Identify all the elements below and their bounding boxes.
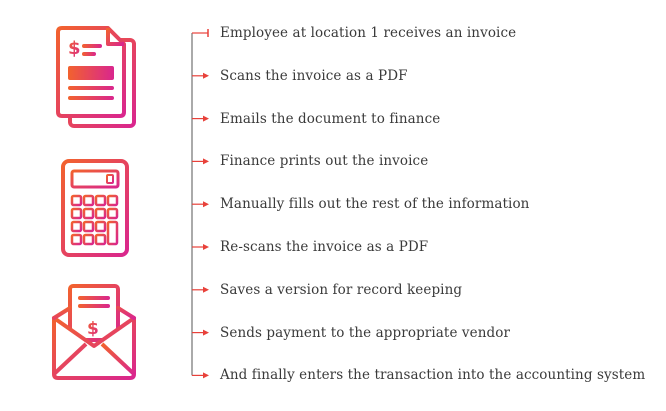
step-label-6: Re-scans the invoice as a PDF — [220, 239, 429, 255]
step-label-1: Employee at location 1 receives an invoi… — [220, 25, 517, 41]
invoice-dollar-sign: $ — [68, 38, 81, 59]
step-connector-4 — [192, 158, 209, 165]
step-connector-5 — [192, 201, 209, 208]
step-connector-9 — [192, 372, 209, 379]
step-label-8: Sends payment to the appropriate vendor — [220, 324, 511, 341]
step-connector-8 — [192, 329, 209, 336]
step-label-2: Scans the invoice as a PDF — [220, 67, 408, 84]
step-connector-7 — [192, 286, 209, 293]
envelope-invoice-icon: $ — [52, 284, 136, 380]
step-connector-1 — [192, 29, 209, 37]
step-label-4: Finance prints out the invoice — [220, 153, 429, 170]
step-connector-6 — [192, 244, 209, 250]
step-label-5: Manually fills out the rest of the infor… — [220, 196, 530, 213]
calculator-icon — [61, 159, 129, 257]
step-connector-2 — [192, 72, 209, 79]
step-label-3: Emails the document to finance — [220, 110, 441, 127]
envelope-dollar-sign: $ — [87, 319, 99, 339]
step-connector-3 — [192, 115, 209, 122]
invoice-document-icon: $ — [56, 26, 136, 128]
step-label-7: Saves a version for record keeping — [220, 281, 463, 298]
step-label-9: And finally enters the transaction into … — [220, 367, 646, 384]
